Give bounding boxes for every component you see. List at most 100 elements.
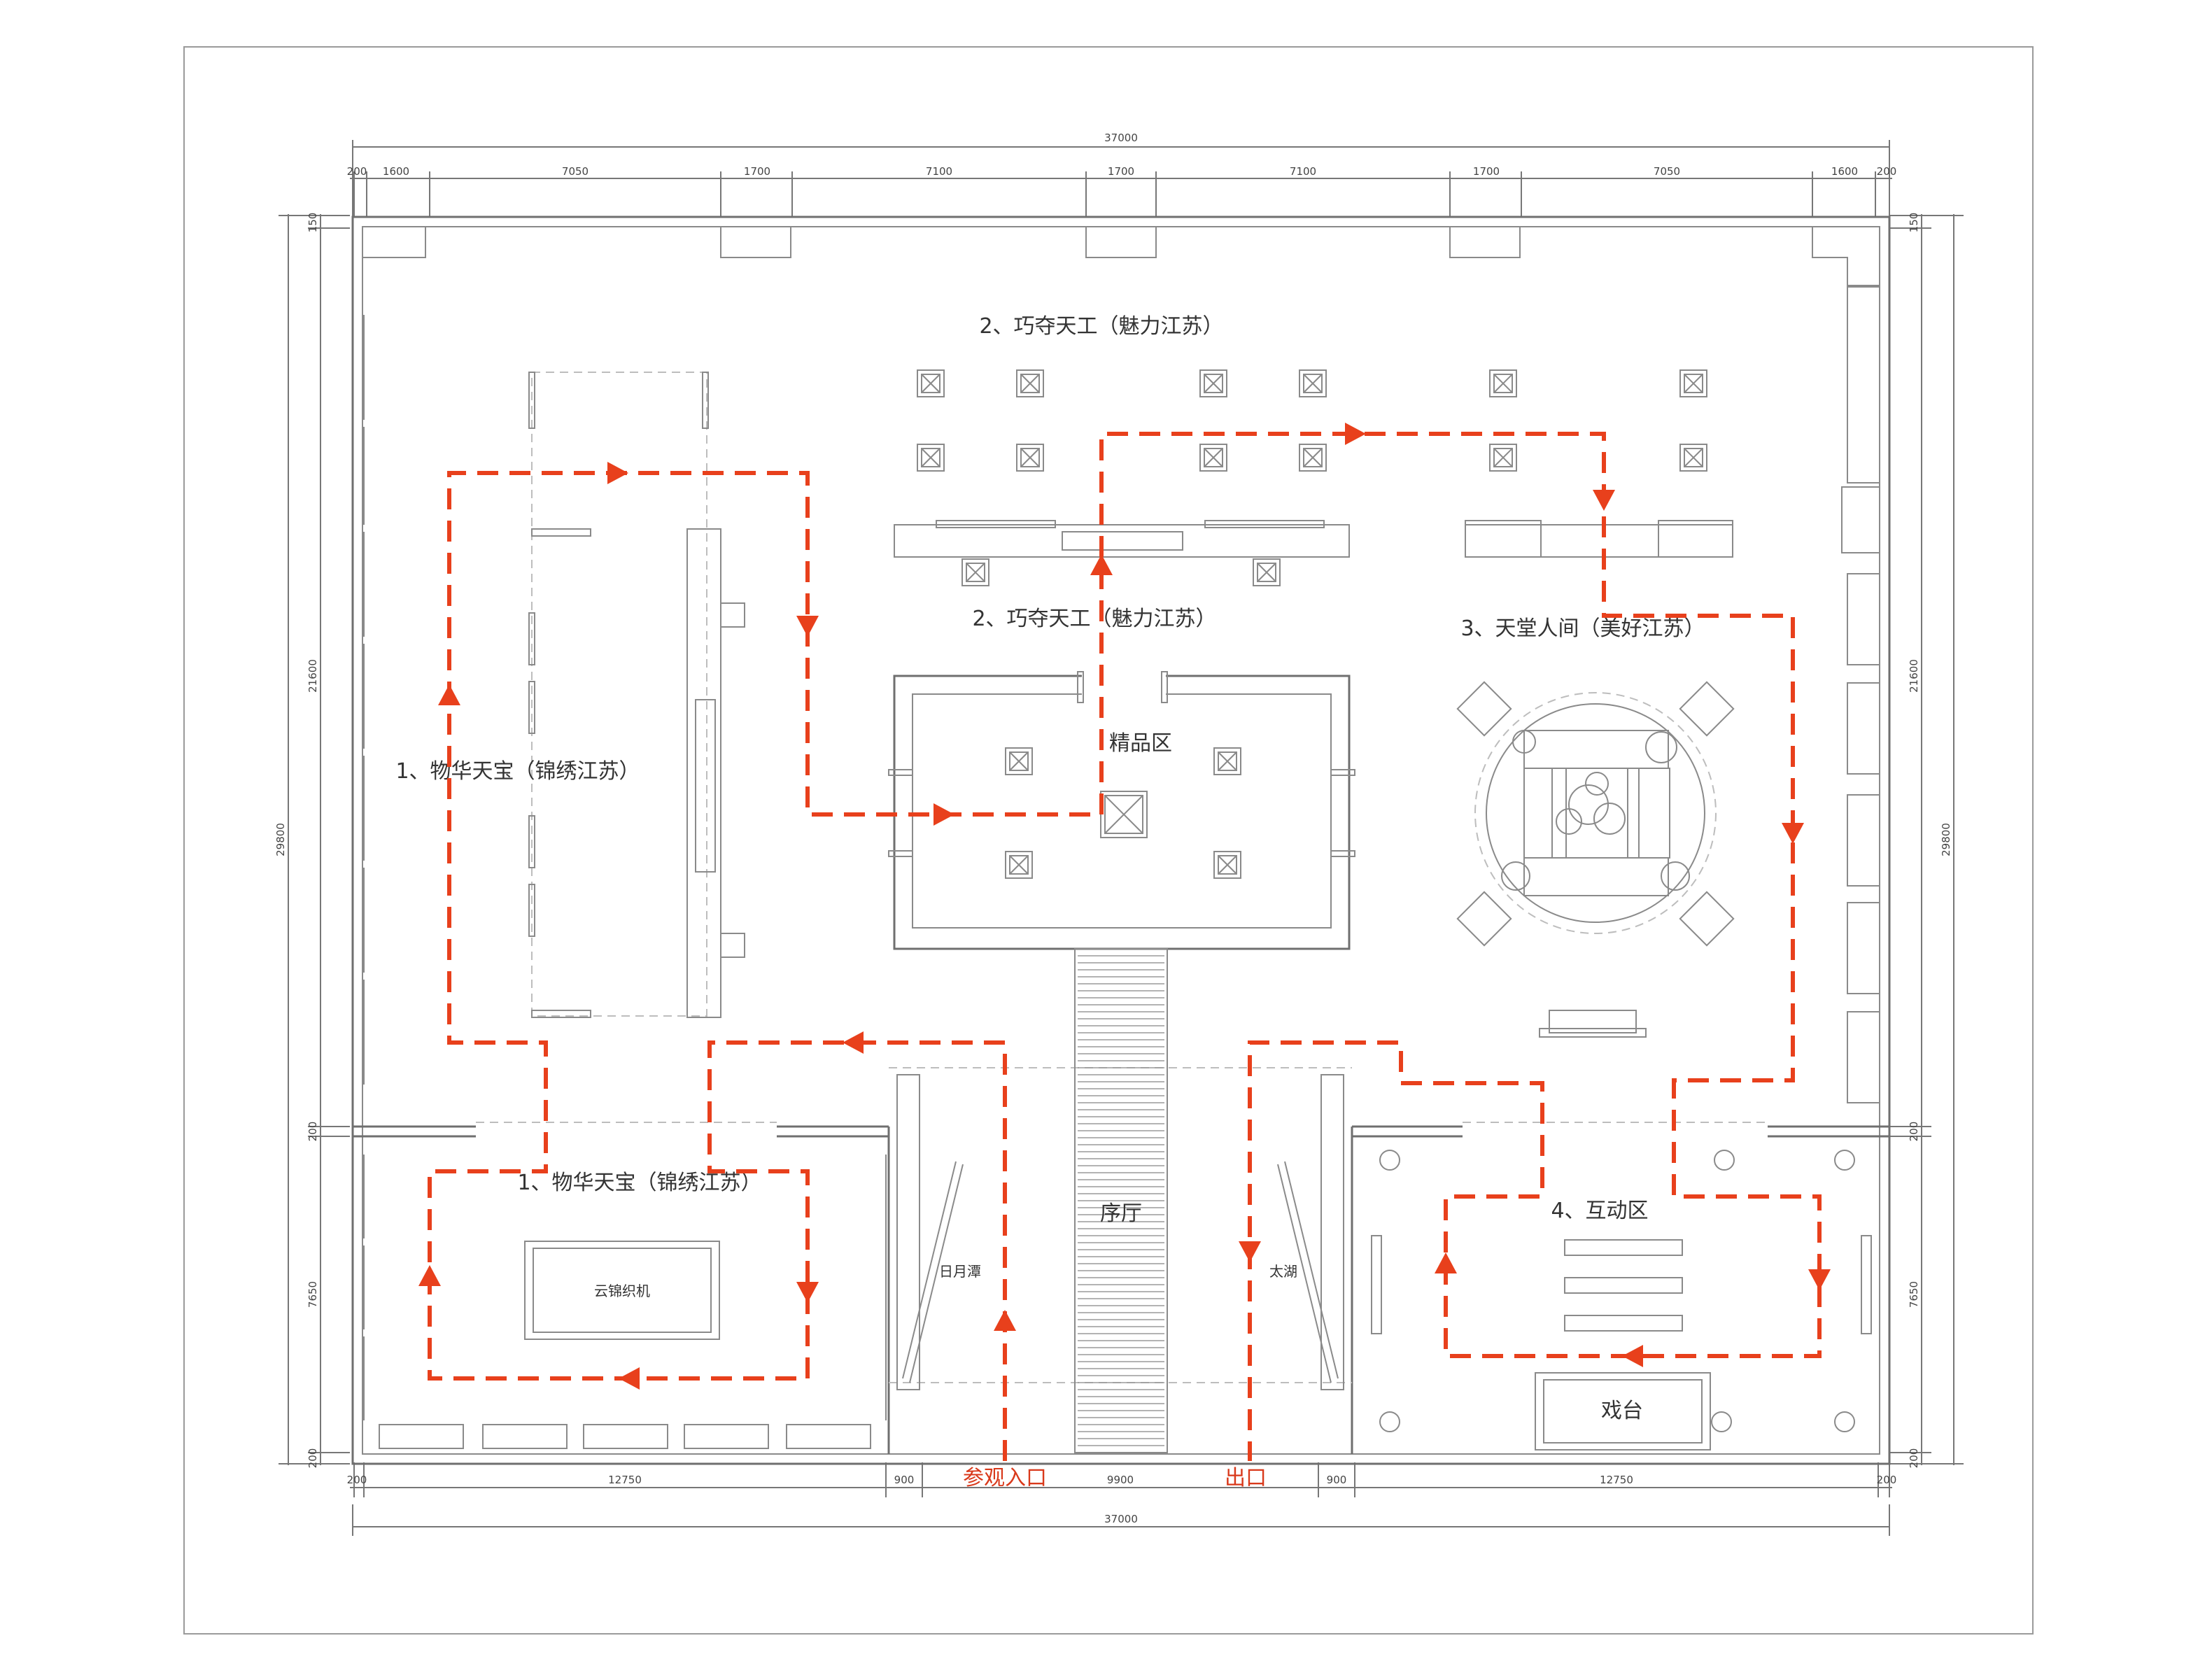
column	[1379, 1150, 1400, 1171]
dim-top-11: 200	[1877, 165, 1897, 178]
pedestal	[1005, 747, 1033, 775]
dim-right-total: 29800	[1940, 823, 1952, 856]
route-arrow-icon	[1622, 1345, 1643, 1367]
exit-label: 出口	[1225, 1466, 1267, 1490]
column	[1834, 1411, 1855, 1432]
zone1-lower-exhibits: 云锦织机 1、物华天宝（锦绣江苏）	[363, 1155, 887, 1449]
foyer-label: 序厅	[1100, 1201, 1142, 1226]
pedestal	[1100, 791, 1148, 838]
loom-label: 云锦织机	[594, 1283, 650, 1299]
dim-left-3: 200	[307, 1122, 319, 1142]
route-arrow-icon	[1593, 490, 1615, 511]
zone3-exhibits: 3、天堂人间（美好江苏）	[1456, 616, 1735, 1038]
dim-overall-top: 37000	[1104, 132, 1138, 144]
boutique-label: 精品区	[1109, 731, 1172, 756]
foyer: 序厅 日月潭 太湖	[896, 948, 1344, 1453]
route-arrow-icon	[1782, 823, 1804, 844]
dim-bottom-3: 900	[894, 1474, 915, 1486]
dim-right-1: 150	[1908, 213, 1920, 233]
zone2-middle-label: 2、巧夺天工（魅力江苏）	[972, 607, 1216, 631]
route-arrow-icon	[1435, 1252, 1457, 1273]
zone2-top-label: 2、巧夺天工（魅力江苏）	[979, 314, 1223, 339]
route-arrow-icon	[1345, 423, 1366, 445]
zone4-exhibits: 4、互动区 戏台	[1371, 1150, 1872, 1450]
dim-left-total: 29800	[274, 823, 287, 856]
left-wall-art-label: 日月潭	[939, 1263, 981, 1280]
dim-top-5: 7100	[926, 165, 952, 178]
zone2-top-exhibits: 2、巧夺天工（魅力江苏）	[894, 314, 1733, 586]
zone4-label: 4、互动区	[1551, 1199, 1648, 1223]
pedestal	[1489, 369, 1517, 397]
route-arrow-icon	[1239, 1241, 1261, 1262]
column	[1711, 1411, 1732, 1432]
route-arrow-icon	[934, 803, 954, 826]
dim-bottom-1: 200	[347, 1474, 367, 1486]
pedestal	[1299, 369, 1327, 397]
dim-right-3: 200	[1908, 1122, 1920, 1142]
column	[1379, 1411, 1400, 1432]
dim-bottom-5: 900	[1327, 1474, 1347, 1486]
zone1-lower-label: 1、物华天宝（锦绣江苏）	[517, 1171, 761, 1195]
pedestal	[1679, 444, 1707, 472]
pedestal	[917, 369, 945, 397]
entrance-label: 参观入口	[963, 1466, 1047, 1490]
dim-left-1: 150	[307, 213, 319, 233]
route-arrow-icon	[796, 616, 819, 637]
pedestal	[1299, 444, 1327, 472]
column	[1834, 1150, 1855, 1171]
route-arrow-icon	[438, 684, 460, 705]
dim-right-4: 7650	[1908, 1281, 1920, 1308]
pedestal	[1016, 444, 1044, 472]
pedestal	[961, 558, 989, 586]
route-arrow-icon	[994, 1310, 1016, 1331]
dim-right-5: 200	[1908, 1448, 1920, 1469]
pedestal	[917, 444, 945, 472]
route-arrow-icon	[796, 1282, 819, 1303]
route-arrow-icon	[619, 1367, 640, 1390]
route-arrow-icon	[418, 1265, 441, 1286]
route-arrow-icon	[843, 1031, 864, 1054]
pedestal	[1199, 444, 1227, 472]
zone2-boutique: 2、巧夺天工（魅力江苏） 精品区	[888, 607, 1355, 950]
route-arrow-icon	[1808, 1269, 1831, 1290]
zone1-upper-label: 1、物华天宝（锦绣江苏）	[395, 759, 640, 784]
pedestal	[1213, 851, 1241, 879]
divider-walls	[353, 1067, 1889, 1454]
dim-bottom-2: 12750	[608, 1474, 642, 1486]
dim-bottom-6: 12750	[1600, 1474, 1633, 1486]
dim-overall-bottom: 37000	[1104, 1513, 1138, 1525]
pedestal	[1489, 444, 1517, 472]
dim-top-10: 1600	[1831, 165, 1858, 178]
pedestal	[1213, 747, 1241, 775]
dim-left-2: 21600	[307, 659, 319, 693]
right-wall-art-label: 太湖	[1269, 1263, 1297, 1280]
dim-left-5: 200	[307, 1448, 319, 1469]
dim-top-8: 1700	[1473, 165, 1500, 178]
drawing-frame	[183, 46, 2034, 1635]
dim-top-7: 7100	[1290, 165, 1316, 178]
pedestal	[1005, 851, 1033, 879]
pedestal	[1016, 369, 1044, 397]
column	[1714, 1150, 1735, 1171]
route-arrow-icon	[1090, 554, 1113, 575]
dim-top-2: 1600	[383, 165, 409, 178]
dim-left-4: 7650	[307, 1281, 319, 1308]
visitor-route: 参观入口 出口	[418, 423, 1831, 1490]
dim-top-9: 7050	[1654, 165, 1680, 178]
pedestal	[1253, 558, 1281, 586]
dim-top-3: 7050	[562, 165, 589, 178]
zone1-upper-exhibits: 1、物华天宝（锦绣江苏）	[395, 372, 745, 1018]
dimension-lines: 37000 200 1600 7050 1700 7100 1700 7100 …	[274, 132, 1964, 1536]
route-main-path	[428, 432, 1822, 1461]
pedestal	[1679, 369, 1707, 397]
dim-bottom-4: 9900	[1107, 1474, 1134, 1486]
dim-bottom-7: 200	[1877, 1474, 1897, 1486]
dim-top-6: 1700	[1108, 165, 1134, 178]
route-entrance-path	[707, 1040, 1007, 1461]
dim-top-4: 1700	[744, 165, 770, 178]
dim-top-1: 200	[347, 165, 367, 178]
stage-label: 戏台	[1601, 1399, 1643, 1423]
dim-right-2: 21600	[1908, 659, 1920, 693]
pedestal	[1199, 369, 1227, 397]
